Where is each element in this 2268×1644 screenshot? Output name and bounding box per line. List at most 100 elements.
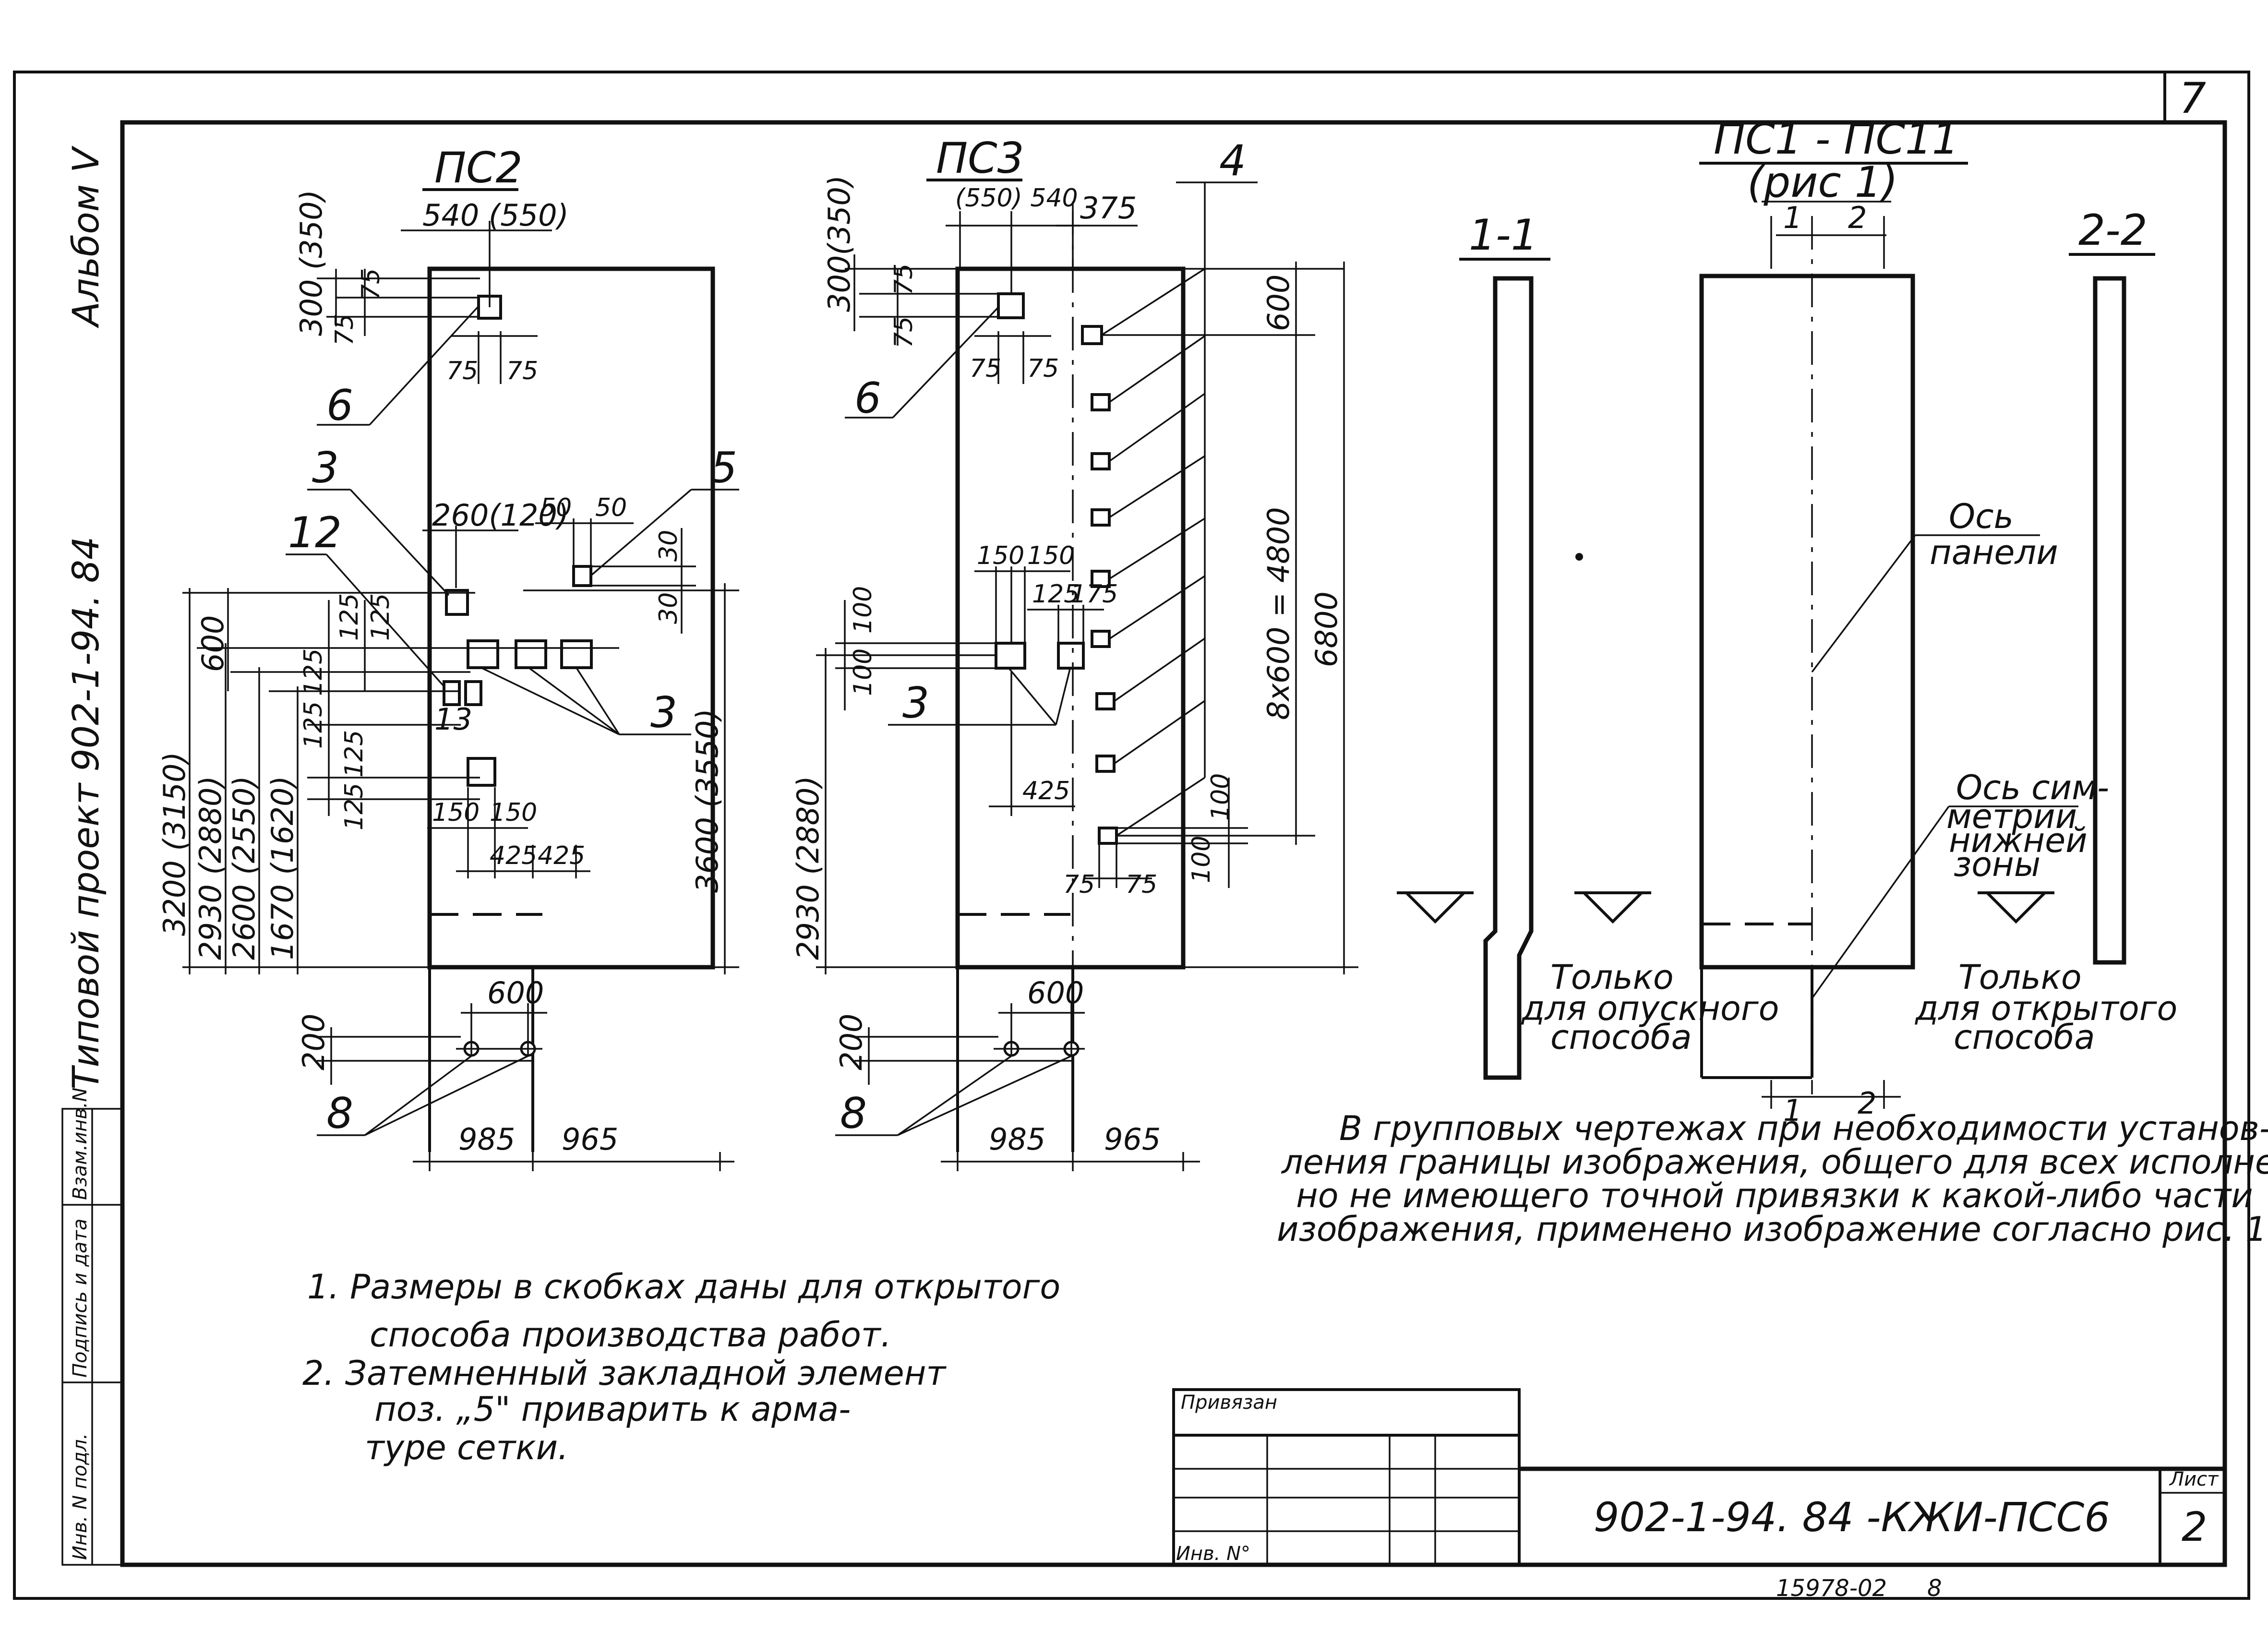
pc1-title: ПС1 - ПС11 <box>1714 114 1959 164</box>
bottom-archive-number: 8 <box>1927 1575 1942 1602</box>
note-line: но не имеющего точной привязки к какой-л… <box>1296 1176 2253 1215</box>
sheet-number: 7 <box>2179 73 2206 123</box>
ps2-dim-3200: 3200 (3150) <box>157 752 192 936</box>
stamp-cell-replace: Взам.инв.N <box>69 1088 91 1200</box>
ps2-dim-125: 125 <box>340 730 369 778</box>
pc1-mark-1b: 1 <box>1783 1093 1802 1128</box>
ps2-dim-125: 125 <box>366 593 395 641</box>
ps2-dim-30: 30 <box>654 530 683 562</box>
ps2-dim-985: 985 <box>458 1122 515 1157</box>
stamp-cell-sign: Подпись и дата <box>69 1219 91 1378</box>
ps2-embed-plate <box>467 757 496 787</box>
ps2-dim-2600: 2600 (2550) <box>227 776 262 960</box>
pc1-section-2-2: 2-2 <box>2078 205 2148 255</box>
ps3-embed-plate <box>1057 642 1085 670</box>
ps2-dim-125: 125 <box>299 701 328 749</box>
ps2-embed-plate <box>464 680 482 706</box>
ps2-dim-50: 50 <box>595 493 627 522</box>
ps2-callout-5: 5 <box>710 443 737 492</box>
level-mark-icon <box>1580 891 1645 924</box>
ps3-strip-plate <box>1095 692 1116 710</box>
ps2-dim-200: 200 <box>296 1014 331 1070</box>
pc1-only-open-1: Только <box>1958 958 2082 997</box>
pc1-mark-2b: 2 <box>1858 1086 1876 1121</box>
stamp-cell-inv: Инв. N подл. <box>69 1433 91 1560</box>
ps2-dim-150: 150 <box>490 798 537 827</box>
ps3-strip-plate <box>1091 393 1111 411</box>
ps3-dim-600b: 600 <box>1027 975 1084 1010</box>
pc1-axis-sym-3: нижней <box>1949 821 2088 860</box>
ps3-dim-100: 100 <box>849 648 877 696</box>
general-note-line: способа производства работ. <box>370 1315 891 1355</box>
title-block-privyazan: Привязан <box>1181 1392 1277 1414</box>
ps2-dim-125: 125 <box>340 783 369 830</box>
ps3-dim-75: 75 <box>1126 870 1157 899</box>
ps3-dim-75: 75 <box>970 354 1001 383</box>
pc1-only-lower-2: для опускного <box>1521 989 1779 1028</box>
ps3-dim-8x600: 8x600 = 4800 <box>1261 507 1296 720</box>
ps3-dim-600top: 600 <box>1261 275 1296 331</box>
pc1-axis-sym-1: Ось сим- <box>1956 768 2109 807</box>
ps2-dim-965: 965 <box>562 1122 618 1157</box>
pc1-mark-1: 1 <box>1783 200 1802 235</box>
ps2-dim-30: 30 <box>654 592 683 624</box>
ps2-dim-600b: 600 <box>487 975 544 1010</box>
ps3-dim-width-top: (550) 540 <box>955 184 1078 213</box>
ps2-embed-plate <box>515 639 547 669</box>
ps2-dim-width-top: 540 (550) <box>422 198 569 233</box>
note-line: изображения, применено изображение согла… <box>1277 1210 2267 1249</box>
ps2-callout-3: 3 <box>312 443 339 492</box>
pc1-only-lower-1: Только <box>1550 958 1674 997</box>
pc1-subtitle: (рис 1) <box>1747 157 1898 207</box>
level-mark-icon <box>1403 891 1468 924</box>
ps3-callout-3: 3 <box>902 678 929 728</box>
ps3-embed-plate <box>997 292 1025 319</box>
general-note-line: 1. Размеры в скобках даны для открытого <box>307 1267 1060 1307</box>
ps3-dim-75: 75 <box>889 264 918 295</box>
ps2-title: ПС2 <box>434 143 523 192</box>
ps2-dim-2930: 2930 (2880) <box>193 776 228 960</box>
ps2-callout-8: 8 <box>326 1089 353 1138</box>
general-note-line: 2. Затемненный закладной элемент <box>302 1354 947 1393</box>
ps3-dim-200: 200 <box>834 1014 869 1070</box>
pc1-only-lower-3: способа <box>1550 1018 1692 1057</box>
ps3-dim-175: 175 <box>1070 580 1118 609</box>
ps3-dim-150: 150 <box>1027 541 1075 570</box>
group-drawing-note: В групповых чертежах при необходимости у… <box>1277 1109 2268 1249</box>
ps2-dim-50: 50 <box>540 493 572 522</box>
ps3-dim-425: 425 <box>1022 777 1070 805</box>
ps3-dim-100: 100 <box>849 586 877 634</box>
ps3-strip-plate <box>1091 630 1111 648</box>
side-album-label: Альбом V <box>64 145 107 329</box>
level-mark-icon <box>1983 891 2049 924</box>
ps2-dim-125: 125 <box>299 648 328 696</box>
ps3-strip-plate <box>1091 452 1111 470</box>
pc1-mark-2: 2 <box>1848 200 1867 235</box>
ps3-dim-2930: 2930 (2880) <box>791 776 826 960</box>
general-notes: 1. Размеры в скобках даны для открытого … <box>302 1267 1060 1467</box>
ps2-dim-75: 75 <box>330 314 359 346</box>
title-block-code: 902-1-94. 84 -КЖИ-ПСС6 <box>1594 1494 2110 1541</box>
ps2-embed-plate <box>445 589 469 616</box>
pc1-section-1-1-profile <box>1483 276 1534 1080</box>
ps3-strip-plate <box>1095 755 1116 773</box>
ps2-dim-1670: 1670 (1620) <box>265 776 300 960</box>
pc1-axis-sym-4: зоны <box>1954 845 2040 884</box>
ps3-dim-150: 150 <box>977 541 1024 570</box>
ps2-dim-425: 425 <box>538 841 585 870</box>
pc1-only-open-3: способа <box>1954 1018 2095 1057</box>
ps3-dim-100: 100 <box>1206 773 1235 821</box>
pc1-section-2-2-profile <box>2093 276 2126 965</box>
ps2-dim-300: 300 (350) <box>294 190 329 336</box>
panel-ps2: ПС2 540 (550) 300 (350) 75 75 <box>157 143 739 1171</box>
ps3-strip-plate <box>1098 827 1118 845</box>
ps3-strip-plate <box>1091 508 1111 527</box>
ps3-strip-plate <box>1081 325 1103 345</box>
ps3-dim-965: 965 <box>1104 1122 1161 1157</box>
ps3-callout-6: 6 <box>854 373 881 423</box>
ps2-dim-75: 75 <box>506 357 538 385</box>
side-project-label: Типовой проект 902-1-94. 84 <box>64 537 107 1090</box>
pc1-axis-sym-2: метрии <box>1946 797 2077 836</box>
ps2-embed-plate <box>572 565 592 587</box>
